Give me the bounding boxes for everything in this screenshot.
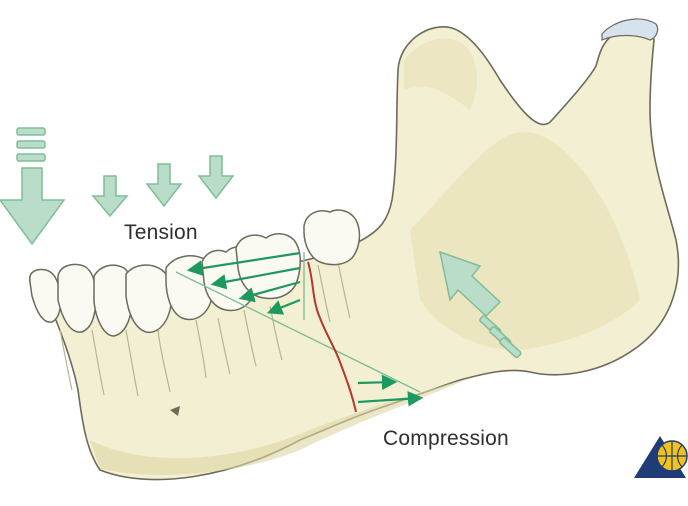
occlusal-load-arrows bbox=[0, 128, 233, 244]
load-bar-1 bbox=[17, 128, 45, 135]
load-bar-2 bbox=[17, 141, 45, 148]
ao-foundation-logo-icon bbox=[634, 436, 687, 478]
small-down-arrow-2-icon bbox=[147, 164, 181, 206]
compression-label: Compression bbox=[383, 427, 509, 451]
tension-label: Tension bbox=[124, 221, 198, 245]
load-bar-3 bbox=[17, 154, 45, 161]
small-down-arrow-1-icon bbox=[93, 176, 127, 216]
tooth-incisor-1 bbox=[30, 270, 61, 323]
large-down-arrow-icon bbox=[0, 168, 64, 244]
compression-arrow-1 bbox=[358, 382, 394, 383]
small-down-arrow-3-icon bbox=[199, 156, 233, 198]
mandible-bone bbox=[48, 19, 678, 480]
tooth-molar-3 bbox=[304, 210, 359, 265]
